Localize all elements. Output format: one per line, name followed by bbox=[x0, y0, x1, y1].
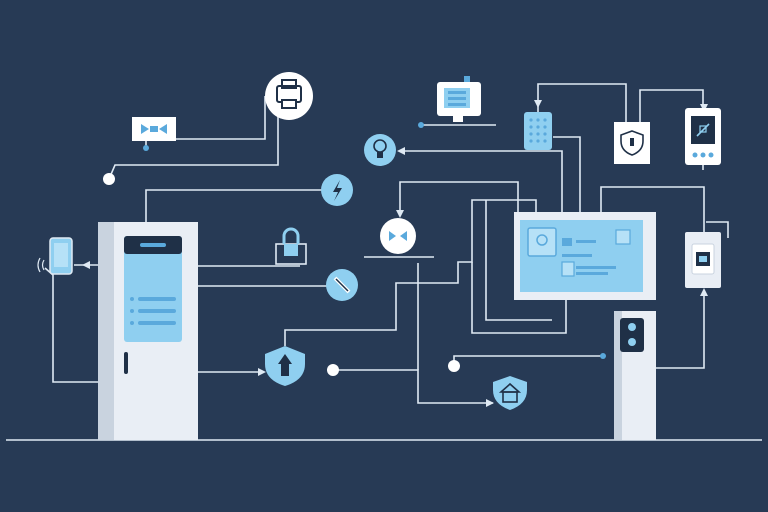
link-keypad-dashboard bbox=[553, 136, 581, 212]
link-dot-house bbox=[333, 369, 493, 404]
printer-icon bbox=[265, 72, 313, 120]
dashboard-screen-icon bbox=[514, 212, 656, 300]
monitor-icon bbox=[437, 76, 481, 122]
arrow-wifi bbox=[396, 210, 404, 218]
server-cabinet-icon bbox=[98, 222, 198, 440]
link-phone-base bbox=[44, 267, 98, 383]
link-dot-printer bbox=[108, 110, 279, 180]
endpoint-dots bbox=[103, 122, 606, 376]
link-shield-tablet bbox=[639, 89, 704, 122]
wall-panel-icon bbox=[685, 232, 721, 288]
tablet-icon bbox=[685, 108, 721, 165]
shield-panel-icon bbox=[614, 122, 650, 164]
router-icon bbox=[132, 117, 176, 141]
link-dashboard-loop bbox=[471, 262, 567, 334]
link-router-printer bbox=[176, 96, 266, 140]
endpoint-dot bbox=[143, 145, 149, 151]
wifi-router-icon bbox=[380, 218, 416, 254]
endpoint-dot bbox=[327, 364, 339, 376]
kiosk-icon bbox=[614, 311, 656, 440]
shield-icon bbox=[265, 346, 305, 386]
arrow-house bbox=[486, 399, 494, 407]
endpoint-dot bbox=[418, 122, 424, 128]
arrow-panel bbox=[700, 288, 708, 296]
link-server-lightning bbox=[145, 189, 322, 222]
house-shield-icon bbox=[493, 376, 527, 410]
lightning-icon bbox=[321, 174, 353, 206]
link-shield-dashboard bbox=[284, 199, 537, 346]
arrow-bulb bbox=[397, 147, 405, 155]
keypad-icon bbox=[524, 112, 552, 150]
link-dashboard-inner bbox=[485, 200, 552, 321]
endpoint-dot bbox=[103, 173, 115, 185]
arrow-phone bbox=[82, 261, 90, 269]
link-panel-side bbox=[706, 221, 729, 238]
endpoint-dot bbox=[448, 360, 460, 372]
endpoint-dot bbox=[600, 353, 606, 359]
lightbulb-icon bbox=[364, 134, 396, 166]
link-dashboard-panel bbox=[600, 186, 705, 232]
key-icon bbox=[326, 269, 358, 301]
link-keypad-shield bbox=[537, 83, 627, 122]
arrow-shield bbox=[258, 368, 266, 376]
smartphone-icon bbox=[37, 237, 73, 275]
link-kiosk-panel bbox=[656, 290, 705, 369]
arrow-keypad bbox=[534, 100, 542, 108]
link-bulb-dashboard bbox=[400, 150, 563, 212]
lock-icon bbox=[275, 227, 307, 265]
link-wifi-dashboard bbox=[399, 181, 519, 214]
